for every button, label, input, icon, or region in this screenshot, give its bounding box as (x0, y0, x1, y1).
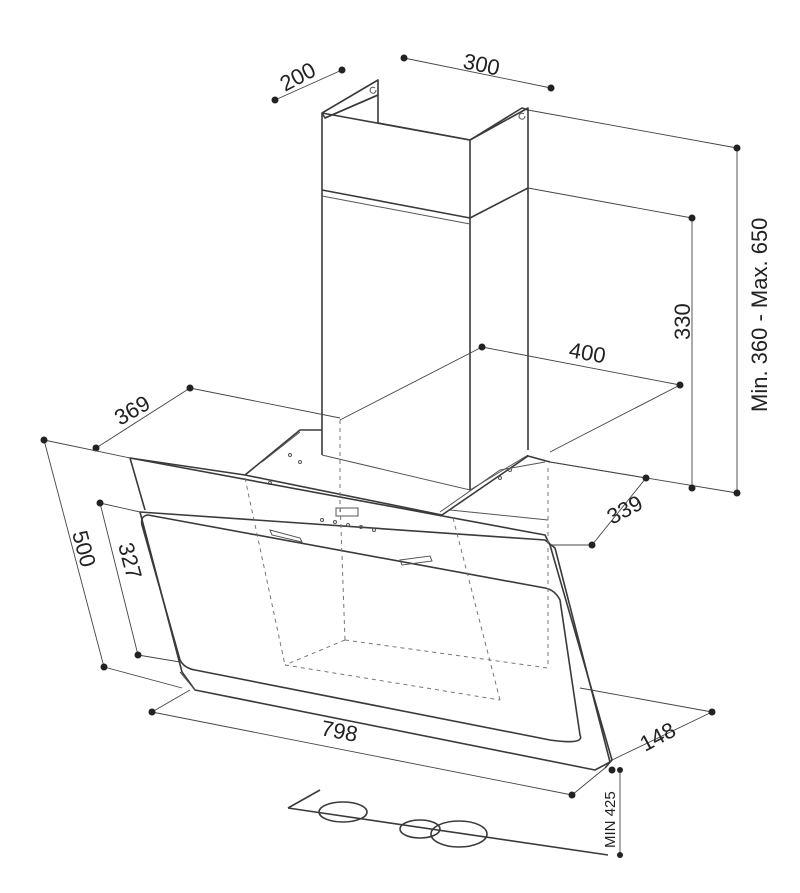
dim-chimney-width: 300 (461, 48, 502, 80)
dim-bottom-depth: 148 (636, 717, 680, 756)
dim-hood-width: 798 (319, 715, 360, 747)
dim-hood-height: 500 (67, 528, 101, 570)
dim-total-height: Min. 360 - Max. 650 (747, 218, 772, 412)
dimension-lines (40, 54, 741, 858)
hood-top (129, 429, 551, 521)
dim-side-depth: 369 (110, 390, 154, 430)
hidden-lines (244, 420, 549, 701)
dim-chimney-height: 330 (670, 303, 695, 340)
dim-bracket-width: 400 (567, 337, 608, 368)
dimension-labels: 200 300 Min. 360 - Max. 650 330 400 369 … (67, 48, 772, 848)
chimney (321, 79, 529, 491)
dim-min-clearance: MIN 425 (602, 791, 619, 848)
hood-front (129, 457, 613, 771)
dim-chimney-depth: 200 (276, 57, 320, 96)
hob (287, 789, 609, 856)
